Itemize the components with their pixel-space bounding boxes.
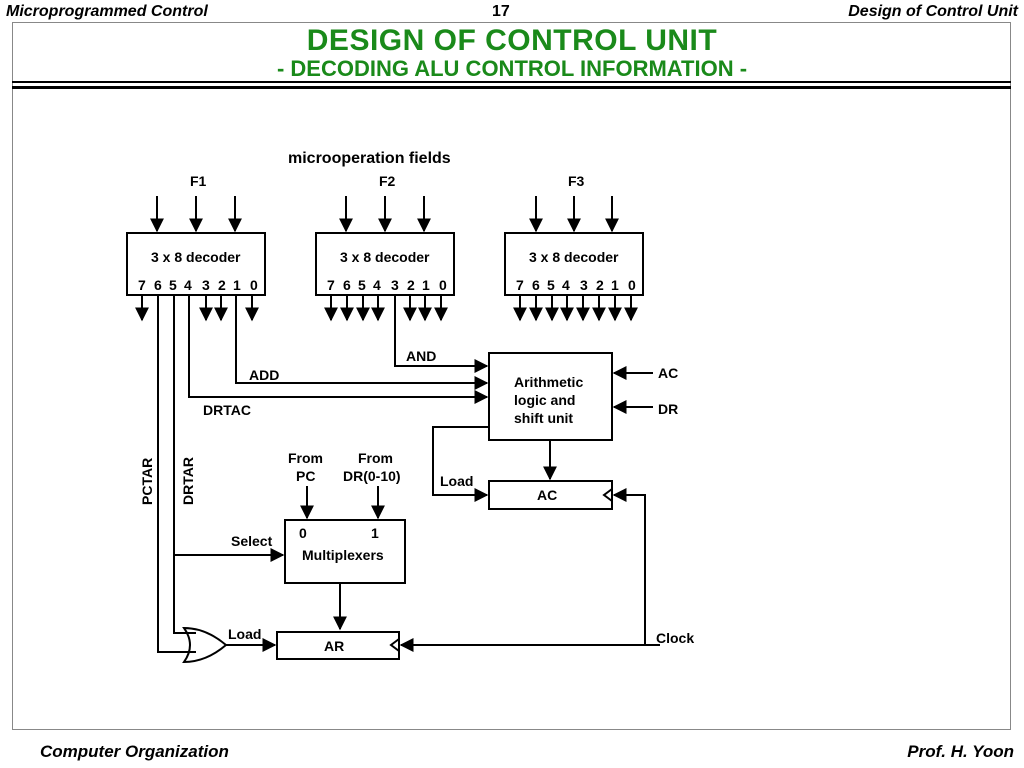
decoder-f3 (504, 232, 644, 296)
decoder-f3-label: 3 x 8 decoder (529, 249, 619, 265)
clock-line (612, 488, 660, 646)
decoder-1-output-digit: 6 (154, 277, 162, 293)
ac-load-line (432, 426, 489, 502)
header-right-text: Design of Control Unit (848, 3, 1018, 20)
drtac-label: DRTAC (203, 402, 251, 418)
footer-author: Prof. H. Yoon (907, 742, 1014, 761)
ac-load-label: Load (440, 473, 473, 489)
header-left-text: Microprogrammed Control (6, 3, 208, 20)
from-dr-label-line1: From (358, 450, 393, 466)
add-label: ADD (249, 367, 279, 383)
pctar-signal-line (157, 295, 196, 653)
decoder-1-output-digit: 0 (250, 277, 258, 293)
decoder-f2 (315, 232, 455, 296)
decoder-f1-label: 3 x 8 decoder (151, 249, 241, 265)
decoder-3-output-digit: 0 (628, 277, 636, 293)
decoder-1-output-digit: 4 (184, 277, 192, 293)
decoder-1-output-digit: 1 (233, 277, 241, 293)
multiplexer-box (284, 519, 406, 584)
decoder-3-output-digit: 5 (547, 277, 555, 293)
decoder-f1 (126, 232, 266, 296)
alu-input-ac-label: AC (658, 365, 678, 381)
or-gate (182, 626, 228, 664)
field-f1-label: F1 (190, 173, 207, 189)
clock-label: Clock (656, 630, 694, 646)
ar-load-label: Load (228, 626, 261, 642)
decoder-3-output-digit: 3 (580, 277, 588, 293)
select-label: Select (231, 533, 273, 549)
decoder-2-output-digit: 0 (439, 277, 447, 293)
title-rule-bottom (12, 86, 1011, 89)
decoder-1-output-digit: 7 (138, 277, 146, 293)
ac-register-box (488, 480, 613, 510)
decoder-3-output-digit: 4 (562, 277, 570, 293)
mux-input-1-label: 1 (371, 525, 379, 541)
pctar-label: PCTAR (139, 458, 155, 505)
decoder-2-output-digit: 2 (407, 277, 415, 293)
field-f2-label: F2 (379, 173, 396, 189)
microoperation-fields-label: microoperation fields (288, 150, 451, 167)
decoder-2-output-digit: 6 (343, 277, 351, 293)
ar-register-box (276, 631, 400, 660)
slide-frame (12, 22, 1011, 730)
decoder-3-output-digit: 1 (611, 277, 619, 293)
from-pc-label-line2: PC (296, 468, 315, 484)
and-signal-line (394, 295, 489, 373)
decoder-f2-label: 3 x 8 decoder (340, 249, 430, 265)
decoder-3-output-digit: 2 (596, 277, 604, 293)
add-signal-line (235, 295, 489, 390)
decoder-1-output-digit: 5 (169, 277, 177, 293)
slide-subtitle: - DECODING ALU CONTROL INFORMATION - (276, 56, 748, 81)
slide-title: DESIGN OF CONTROL UNIT (306, 24, 718, 57)
alu-label-line3: shift unit (514, 410, 573, 426)
decoder-2-output-digit: 3 (391, 277, 399, 293)
from-dr-label-line2: DR(0-10) (343, 468, 401, 484)
ac-register-label: AC (537, 487, 557, 503)
decoder-2-output-digit: 4 (373, 277, 381, 293)
alu-label-line1: Arithmetic (514, 374, 583, 390)
decoder-2-output-digit: 7 (327, 277, 335, 293)
multiplexers-label: Multiplexers (302, 547, 384, 563)
drtar-signal-line (173, 295, 196, 634)
drtar-label: DRTAR (180, 457, 196, 505)
and-label: AND (406, 348, 436, 364)
alu-label-line2: logic and (514, 392, 575, 408)
page-number: 17 (492, 3, 510, 20)
alu-input-dr-label: DR (658, 401, 678, 417)
decoder-2-output-digit: 5 (358, 277, 366, 293)
footer-course: Computer Organization (40, 742, 229, 761)
field-f3-label: F3 (568, 173, 585, 189)
decoder-1-output-digit: 2 (218, 277, 226, 293)
from-pc-label-line1: From (288, 450, 323, 466)
mux-input-0-label: 0 (299, 525, 307, 541)
ar-clock-notch (389, 638, 400, 652)
decoder-3-output-digit: 7 (516, 277, 524, 293)
title-rule-top (12, 81, 1011, 83)
drtac-signal-line (188, 295, 489, 404)
decoder-2-output-digit: 1 (422, 277, 430, 293)
decoder-3-output-digit: 6 (532, 277, 540, 293)
decoder-1-output-digit: 3 (202, 277, 210, 293)
ac-clock-notch (602, 488, 613, 502)
ar-register-label: AR (324, 638, 344, 654)
